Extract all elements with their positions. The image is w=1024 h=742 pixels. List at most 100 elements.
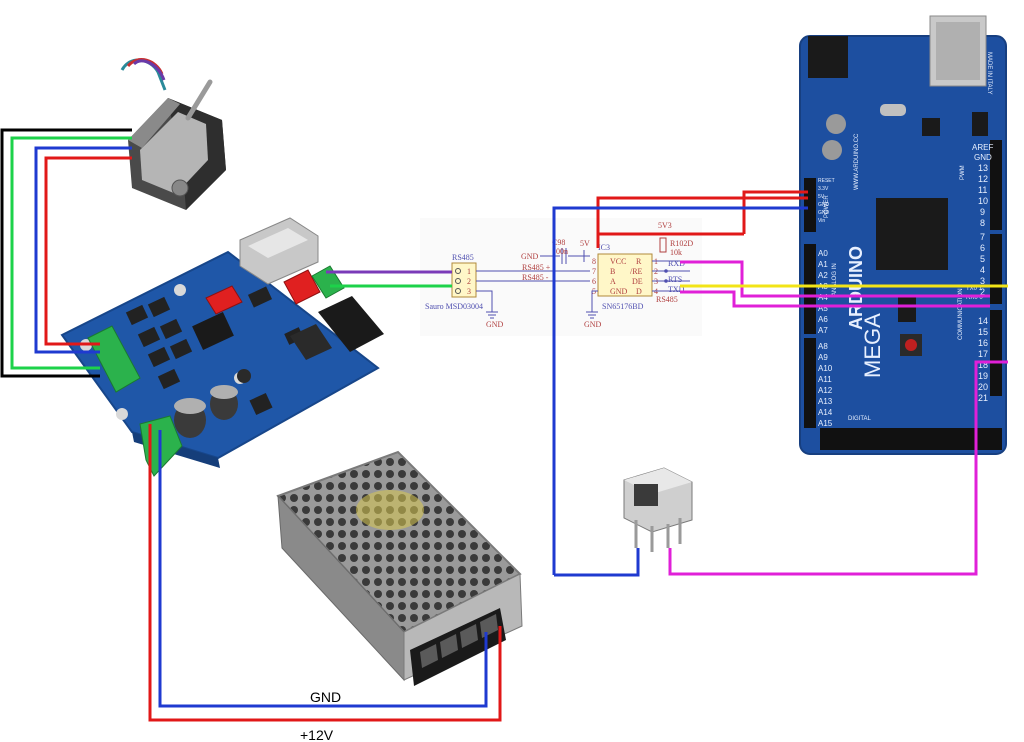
- pin-label-3v3: 3.3V: [818, 186, 829, 192]
- mount-hole-4: [116, 408, 128, 420]
- rs485-schematic: 1 2 3 RS485 Sauro MSD03004 GND RS485 + R…: [420, 218, 702, 336]
- r102-value: 10k: [670, 248, 682, 257]
- pin-label-8: 8: [980, 218, 985, 228]
- gnd-symbol-1: [486, 311, 498, 319]
- pin-label-a8: A8: [818, 342, 828, 351]
- pin-label-15: 15: [978, 327, 988, 337]
- ic-num-6: 6: [592, 277, 596, 286]
- vcc-wire-red: [596, 196, 808, 248]
- driver-chip-6: [169, 338, 193, 360]
- arduino-website: WWW.ARDUINO.CC: [854, 133, 860, 190]
- rs485-minus-label: RS485 -: [522, 273, 549, 282]
- comm-pin-labels: 14 15 16 17 18 19 20 21: [978, 316, 988, 403]
- pin-label-16: 16: [978, 338, 988, 348]
- arduino-cap-2: [822, 140, 842, 160]
- pin-label-12: 12: [978, 174, 988, 184]
- ic-pin-b: B: [610, 267, 615, 276]
- motor-terminal: [87, 325, 141, 393]
- pin-label-a7: A7: [818, 326, 828, 335]
- txd-wire-magenta: [680, 290, 990, 308]
- digital-section-label: DIGITAL: [848, 416, 872, 422]
- motor-cable-3: [132, 59, 166, 81]
- driver-usb-top: [248, 228, 308, 258]
- capacitor-1-top: [174, 398, 206, 414]
- pin-label-a12: A12: [818, 386, 833, 395]
- driver-controller: [192, 312, 234, 350]
- pin-label-a6: A6: [818, 315, 828, 324]
- motor-driver-board: [60, 217, 384, 477]
- arduino-usb-inner: [936, 22, 980, 80]
- rs485-terminal: [311, 265, 345, 299]
- connector-pin-2: [455, 278, 461, 284]
- pin-label-a14: A14: [818, 408, 833, 417]
- power-section-label: POWER: [824, 195, 830, 218]
- pin-label-9: 9: [980, 207, 985, 217]
- vcc-wire-red-3: [596, 232, 744, 248]
- sn65176-ic: [597, 253, 653, 297]
- arduino-model: MEGA: [860, 313, 885, 378]
- rxd-label: RXD: [668, 259, 685, 268]
- icsp-header: [972, 112, 988, 136]
- ic-pin-re: /RE: [630, 267, 643, 276]
- r102-label: R102D: [670, 239, 693, 248]
- red-header-2: [283, 269, 321, 305]
- pin-label-gnd-2: GND: [818, 210, 830, 216]
- arduino-crystal: [880, 104, 906, 116]
- connector-pin-label-3: 3: [467, 287, 471, 296]
- motor-wire-green: [10, 136, 132, 370]
- pin-header-1: [318, 296, 384, 352]
- psu-terminal-3: [460, 624, 478, 648]
- ic-part-label: SN65176BD: [602, 302, 644, 311]
- connector-pin-label-2: 2: [467, 277, 471, 286]
- rxd-wire-magenta: [680, 260, 990, 298]
- analog-header-2: [804, 338, 816, 428]
- analog-section-label: ANALOG IN: [832, 263, 838, 296]
- gnd-label-1: GND: [486, 320, 504, 329]
- motor-top-plate: [128, 98, 180, 148]
- c98-label: C98: [552, 238, 565, 247]
- digital-double-header: [820, 428, 1002, 450]
- usb-b-opening: [634, 484, 658, 506]
- pin-label-5v: 5V: [818, 194, 825, 200]
- pin-label-21: 21: [978, 393, 988, 403]
- ic-pin-gnd: GND: [610, 287, 628, 296]
- rts-label: RTS: [668, 275, 682, 284]
- atmega2560-chip: [876, 198, 948, 270]
- pin-label-a5: A5: [818, 304, 828, 313]
- rs485-plus-label: RS485 +: [522, 263, 551, 272]
- digital-header-1: [990, 140, 1002, 230]
- ic-pin-d: D: [636, 287, 642, 296]
- psu-yellow-component: [356, 490, 424, 530]
- pin-header-2: [290, 324, 332, 360]
- pin-label-a1: A1: [818, 260, 828, 269]
- connector-gnd-line: [476, 290, 493, 312]
- pin-label-20: 20: [978, 382, 988, 392]
- connector-pin-3: [455, 288, 461, 294]
- motor-wire-red: [44, 156, 132, 346]
- connector-title: RS485: [452, 253, 474, 262]
- arduino-power-jack: [808, 36, 848, 78]
- pin-label-a11: A11: [818, 375, 832, 384]
- pin-label-gnd-1: GND: [818, 202, 830, 208]
- capacitor-c98: [540, 248, 590, 264]
- driver-chip-3: [137, 326, 161, 348]
- gnd-label: GND: [310, 689, 341, 705]
- pin-label-11: 11: [978, 185, 987, 195]
- pin-label-13: 13: [978, 163, 988, 173]
- stepper-motor: [120, 58, 226, 210]
- pin-label-10: 10: [978, 196, 988, 206]
- analog-header-1: [804, 244, 816, 334]
- usb-data-wire-magenta: [668, 360, 1008, 576]
- pin-label-14: 14: [978, 316, 988, 326]
- psu-gnd-wire: [158, 430, 488, 708]
- gnd-symbol-2: [586, 311, 598, 319]
- v3-label: 5V3: [658, 221, 672, 230]
- motor-wire-blue: [34, 146, 132, 354]
- driver-chip-7: [157, 368, 181, 390]
- v5-label: 5V: [580, 239, 590, 248]
- ic-num-7: 7: [592, 267, 596, 276]
- pin-label-aref: AREF: [972, 143, 993, 152]
- driver-regulator: [249, 392, 273, 416]
- made-in-italy: MADE IN ITALY: [986, 52, 992, 94]
- pin-label-a9: A9: [818, 353, 828, 362]
